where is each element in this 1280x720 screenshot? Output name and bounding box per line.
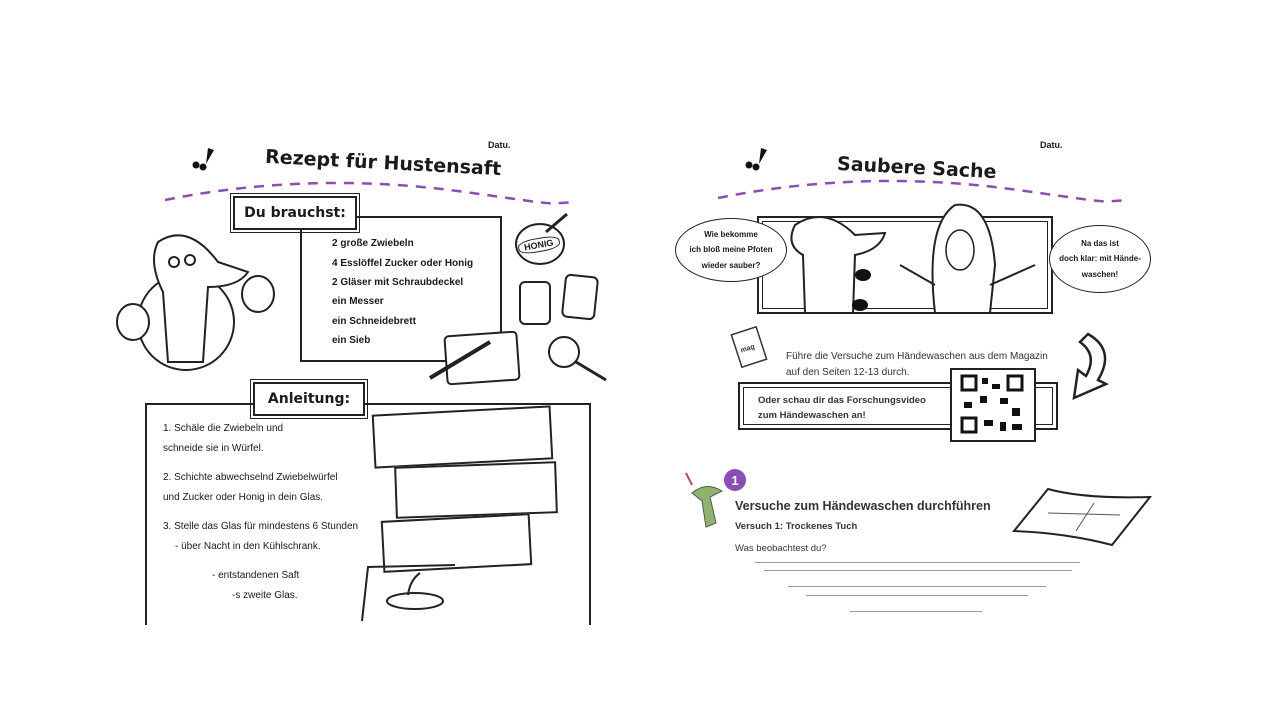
bubble-line: Na das ist	[1081, 239, 1119, 249]
characters-illustration	[790, 203, 1036, 314]
task-heading: Versuche zum Händewaschen durchführen	[735, 499, 991, 513]
step1-illustration	[371, 405, 554, 469]
answer-line[interactable]	[755, 562, 1080, 563]
answer-line[interactable]	[806, 595, 1028, 596]
step-text: - über Nacht in den Kühlschrank.	[175, 541, 321, 552]
need-item: ein Messer	[332, 296, 384, 307]
exclamation-icon	[192, 148, 214, 171]
page-title: Rezept für Hustensaft	[264, 145, 502, 181]
need-item: 4 Esslöffel Zucker oder Honig	[332, 258, 474, 269]
step4-sieve-illustration	[361, 564, 456, 622]
task-number-badge: 1	[724, 469, 746, 491]
text-line: zum Händewaschen an!	[758, 410, 866, 421]
date-label: Datu.	[488, 140, 511, 150]
need-item: 2 Gläser mit Schraubdeckel	[332, 277, 464, 288]
date-label: Datu.	[1040, 140, 1063, 150]
experiment-title: Versuch 1: Trockenes Tuch	[735, 521, 858, 532]
text-line: Führe die Versuche zum Händewaschen aus …	[786, 351, 1048, 362]
step-text: und Zucker oder Honig in dein Glas.	[163, 492, 324, 503]
answer-line[interactable]	[850, 611, 982, 612]
bubble-line: waschen!	[1081, 269, 1119, 279]
text-line: Oder schau dir das Forschungsvideo	[758, 395, 926, 406]
question-text: Was beobachtest du?	[735, 543, 827, 554]
need-item: ein Sieb	[332, 335, 371, 346]
qr-code[interactable]	[950, 368, 1036, 442]
step-text: 1. Schäle die Zwiebeln und	[163, 423, 284, 434]
magazine-instruction: Führe die Versuche zum Händewaschen aus …	[786, 349, 1048, 381]
step-text: schneide sie in Würfel.	[163, 443, 264, 454]
crocodile-illustration	[116, 234, 275, 371]
video-text: Oder schau dir das Forschungsvideo zum H…	[758, 393, 926, 423]
instructions-heading: Anleitung:	[250, 379, 368, 419]
need-item: 2 große Zwiebeln	[332, 238, 414, 249]
text-line: auf den Seiten 12-13 durch.	[786, 367, 910, 378]
magazine-icon: mag	[730, 325, 768, 369]
crocodile-mascot-icon	[685, 472, 724, 528]
bubble-line: doch klar: mit Hände-	[1059, 254, 1141, 264]
speech-bubble-left: Wie bekomme ich bloß meine Pfoten wieder…	[675, 218, 787, 282]
wavy-divider	[717, 179, 1129, 203]
bubble-line: ich bloß meine Pfoten	[689, 245, 773, 255]
supplies-illustration	[515, 212, 607, 382]
need-item: ein Schneidebrett	[332, 316, 416, 327]
step-text: 2. Schichte abwechselnd Zwiebelwürfel	[163, 472, 338, 483]
bubble-line: Wie bekomme	[704, 230, 758, 240]
wavy-divider	[164, 181, 576, 205]
answer-line[interactable]	[764, 570, 1072, 571]
step-text: - entstandenen Saft	[212, 570, 300, 581]
needs-heading: Du brauchst:	[230, 193, 360, 233]
exclamation-icon	[745, 148, 767, 171]
step2-illustration	[394, 461, 558, 519]
cutting-board-knife-illustration	[428, 330, 521, 386]
svg-text:mag: mag	[740, 343, 756, 354]
step-text: -s zweite Glas.	[232, 590, 298, 601]
speech-bubble-right: Na das ist doch klar: mit Hände- waschen…	[1049, 225, 1151, 293]
step-text: 3. Stelle das Glas für mindestens 6 Stun…	[163, 521, 359, 532]
curved-arrow-icon	[1072, 332, 1109, 401]
cloth-illustration	[1011, 487, 1153, 547]
bubble-line: wieder sauber?	[701, 260, 761, 270]
step3-illustration	[380, 513, 533, 573]
answer-line[interactable]	[788, 586, 1046, 587]
